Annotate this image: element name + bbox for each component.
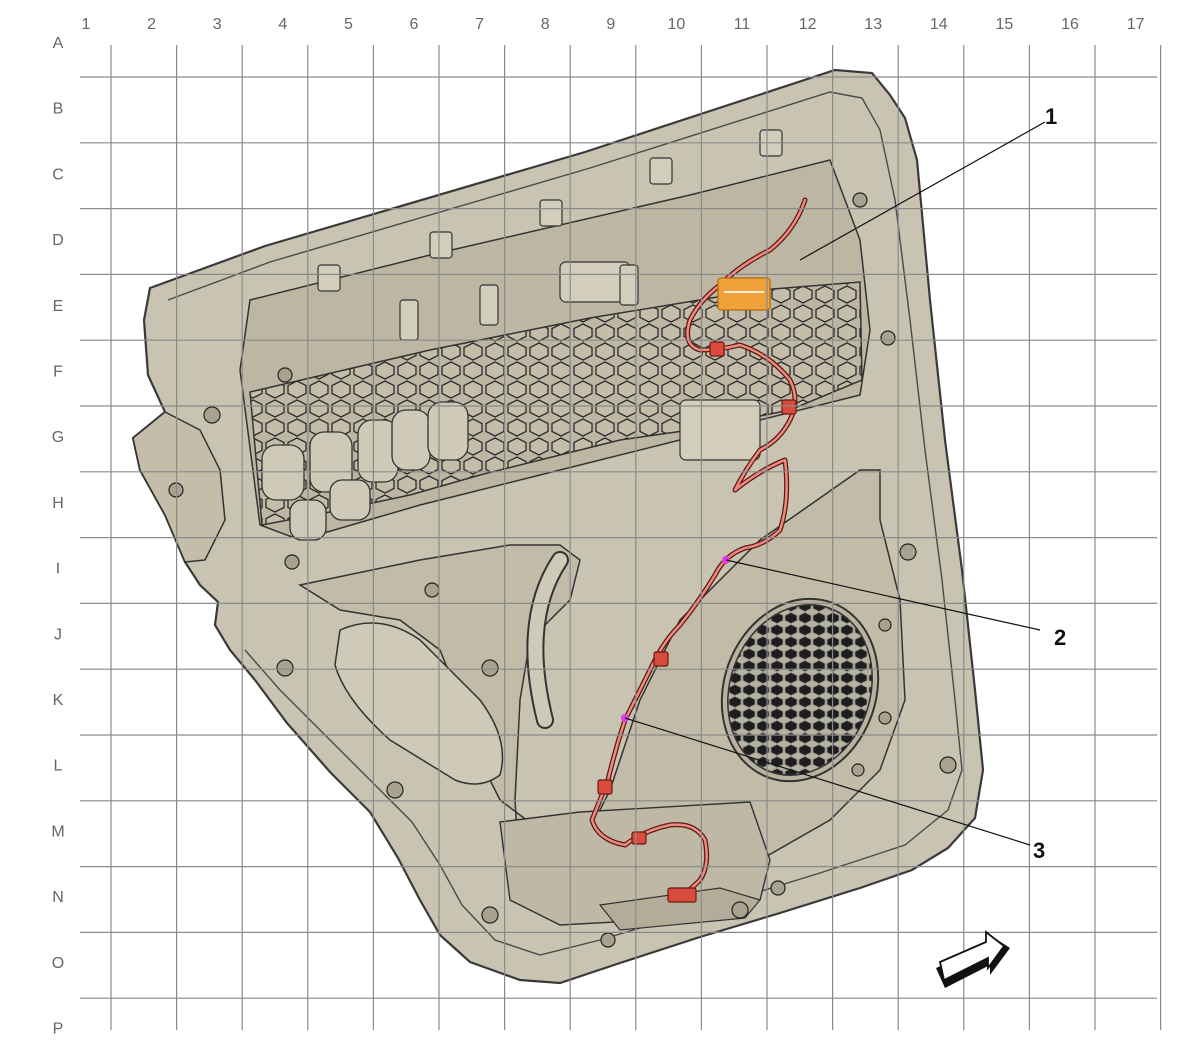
column-label-15: 15 <box>996 16 1014 33</box>
column-label-14: 14 <box>930 16 948 33</box>
row-label-O: O <box>52 955 64 972</box>
column-label-6: 6 <box>410 16 419 33</box>
column-label-3: 3 <box>213 16 222 33</box>
row-label-P: P <box>53 1021 64 1038</box>
row-label-G: G <box>52 429 64 446</box>
column-label-5: 5 <box>344 16 353 33</box>
column-label-12: 12 <box>799 16 817 33</box>
row-label-C: C <box>52 166 64 183</box>
forward-arrow-icon <box>936 930 1010 988</box>
row-label-N: N <box>52 889 64 906</box>
column-label-13: 13 <box>864 16 882 33</box>
column-label-8: 8 <box>541 16 550 33</box>
row-label-B: B <box>53 101 64 118</box>
callout-2: 2 <box>1054 625 1066 650</box>
callout-leaders <box>624 121 1046 846</box>
callout-1: 1 <box>1045 104 1057 129</box>
row-label-L: L <box>54 758 63 775</box>
column-label-9: 9 <box>606 16 615 33</box>
column-label-1: 1 <box>82 16 91 33</box>
column-label-10: 10 <box>668 16 686 33</box>
grid-lines <box>80 45 1162 1030</box>
row-label-J: J <box>54 626 62 643</box>
column-label-11: 11 <box>734 16 751 33</box>
row-label-D: D <box>52 232 64 249</box>
callout-3: 3 <box>1033 838 1045 863</box>
column-label-17: 17 <box>1127 16 1145 33</box>
column-label-4: 4 <box>278 16 287 33</box>
row-labels: A B C D E F G H I J K L M N O P <box>51 35 64 1038</box>
row-label-H: H <box>52 495 64 512</box>
row-label-I: I <box>56 561 60 578</box>
column-label-16: 16 <box>1061 16 1079 33</box>
door-panel <box>131 68 985 985</box>
connector-highlight <box>717 277 771 311</box>
wiring-harness <box>589 197 808 903</box>
column-label-2: 2 <box>147 16 156 33</box>
row-label-E: E <box>53 298 64 315</box>
row-label-K: K <box>53 692 64 709</box>
column-label-7: 7 <box>475 16 484 33</box>
row-label-F: F <box>53 364 63 381</box>
row-label-A: A <box>53 35 64 52</box>
row-label-M: M <box>51 823 64 840</box>
